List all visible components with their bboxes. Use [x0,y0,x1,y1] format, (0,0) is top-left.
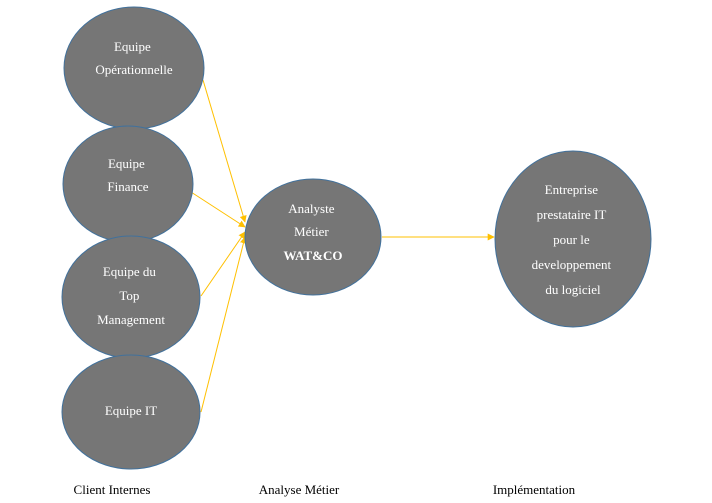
column-label-client-internes: Client Internes [74,482,151,497]
column-label-analyse-metier: Analyse Métier [259,482,340,497]
node-label-line: WAT&CO [284,248,343,263]
node-analyste-metier: Analyste Métier WAT&CO [244,178,382,296]
node-equipe-operationnelle: Equipe Opérationnelle [63,6,205,130]
node-label-line: developpement [532,257,612,272]
edge-top-management-to-analyste [200,231,246,297]
node-label-line: Equipe [114,39,151,54]
node-equipe-top-management-label: Equipe du Top Management [97,264,165,327]
column-label-implementation: Implémentation [493,482,576,497]
node-label-line: prestataire IT [537,207,607,222]
node-equipe-finance-label: Equipe Finance [107,156,148,194]
edge-finance-to-analyste [190,191,246,228]
edge-it-to-analyste [200,236,247,413]
node-label-line: Entreprise [545,182,599,197]
node-label-line: Métier [294,224,329,239]
node-label-line: Management [97,312,165,327]
node-label-line: du logiciel [545,282,601,297]
node-label-line: Equipe IT [105,403,157,418]
node-label-line: Equipe du [103,264,157,279]
node-equipe-operationnelle-label: Equipe Opérationnelle [95,39,172,77]
node-entreprise-prestataire-shape [494,150,652,328]
edge-operationnelle-to-analyste [202,79,247,223]
node-equipe-it-shape [61,354,201,470]
node-equipe-top-management: Equipe du Top Management [61,235,201,359]
node-label-line: Top [119,288,139,303]
column-labels: Client Internes Analyse Métier Implément… [74,482,576,497]
edges [190,79,495,413]
node-entreprise-prestataire-label: Entreprise prestataire IT pour le develo… [532,182,615,297]
node-equipe-finance: Equipe Finance [62,125,194,243]
node-entreprise-prestataire: Entreprise prestataire IT pour le develo… [494,150,652,328]
node-label-line: Equipe [108,156,145,171]
node-label-line: Opérationnelle [95,62,172,77]
node-label-line: pour le [553,232,590,247]
node-analyste-metier-label: Analyste Métier WAT&CO [284,201,343,263]
node-analyste-metier-shape [244,178,382,296]
node-equipe-it-label: Equipe IT [105,403,157,418]
node-label-line: Analyste [288,201,334,216]
node-label-line: Finance [107,179,148,194]
node-equipe-it: Equipe IT [61,354,201,470]
